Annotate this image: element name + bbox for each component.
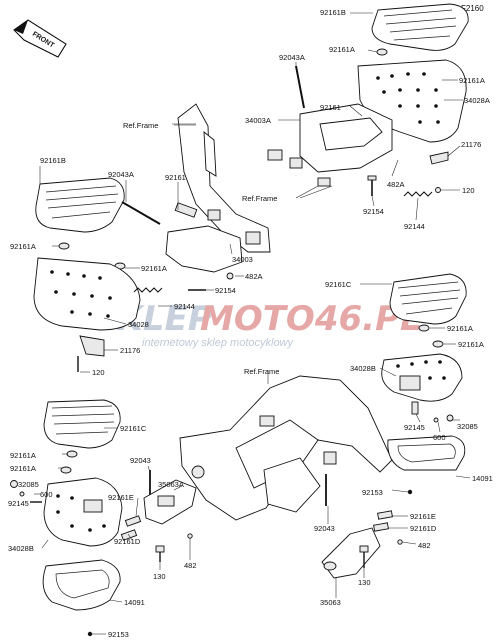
part-label: 34003A <box>245 116 271 125</box>
part-label: 32085 <box>457 422 478 431</box>
bottom-left-assembly <box>10 399 123 637</box>
part-label: 482A <box>245 272 263 281</box>
bottom-center-bracket-a <box>120 470 197 562</box>
right-middle-assembly <box>381 273 467 495</box>
frame-ref-left: Ref.Frame <box>123 121 158 130</box>
part-label: 92153 <box>362 488 383 497</box>
part-label: 34028B <box>350 364 376 373</box>
part-label: 34003 <box>232 255 253 264</box>
part-label: 92161A <box>10 242 36 251</box>
center-frame <box>179 375 393 521</box>
part-label: 92043 <box>314 524 335 533</box>
leader-lines <box>34 12 471 635</box>
frame-ref-center: Ref.Frame <box>244 367 279 376</box>
part-label: 92161A <box>459 76 485 85</box>
part-label: 34028A <box>464 96 490 105</box>
part-label: 92144 <box>174 302 195 311</box>
part-label: 92161A <box>141 264 167 273</box>
part-label: 92161C <box>120 424 147 433</box>
frame-ref-right: Ref.Frame <box>242 194 277 203</box>
part-label: 35063A <box>158 480 184 489</box>
part-label: 92161C <box>325 280 352 289</box>
part-label: 92161E <box>410 512 436 521</box>
diagram-code: F2160 <box>461 4 484 13</box>
part-label: 482 <box>184 561 197 570</box>
part-label: 482 <box>418 541 431 550</box>
part-label: 92161D <box>410 524 437 533</box>
part-label: 130 <box>153 572 166 581</box>
part-label: 32085 <box>18 480 39 489</box>
part-label: 600 <box>433 433 446 442</box>
part-label: 130 <box>358 578 371 587</box>
part-label: 92161B <box>320 8 346 17</box>
part-label: 14091 <box>124 598 145 607</box>
part-label: 92043A <box>279 53 305 62</box>
part-label: 92161A <box>458 340 484 349</box>
part-label: 92161A <box>447 324 473 333</box>
watermark-right: MOTO46.PL <box>200 299 422 339</box>
part-label: 92154 <box>363 207 384 216</box>
part-label: 482A <box>387 180 405 189</box>
part-label: 92161E <box>108 493 134 502</box>
part-label: 14091 <box>472 474 493 483</box>
part-label: 35063 <box>320 598 341 607</box>
part-label: 21176 <box>120 346 140 355</box>
front-arrow-icon: FRONT <box>13 19 67 58</box>
part-label: 92043 <box>130 456 151 465</box>
part-label: 600 <box>40 490 53 499</box>
part-label: 92161 <box>320 103 341 112</box>
part-label: 92161D <box>114 537 141 546</box>
watermark-tagline: internetowy sklep motocyklowy <box>142 337 295 349</box>
part-label: 92043A <box>108 170 134 179</box>
watermark: SKLEP MOTO46.PL internetowy sklep motocy… <box>92 299 422 349</box>
part-label: 120 <box>462 186 475 195</box>
part-label: 92161A <box>10 464 36 473</box>
part-label: 92161B <box>40 156 66 165</box>
part-label: 92161 <box>165 173 186 182</box>
part-label: 34028 <box>128 320 149 329</box>
part-labels: 92161B 92161A 92161A 34028A 92043A 92161… <box>8 8 493 639</box>
top-left-assembly <box>33 103 271 372</box>
part-label: 21176 <box>461 140 481 149</box>
part-label: 92153 <box>108 630 129 639</box>
top-right-assembly <box>267 3 469 197</box>
part-label: 92161A <box>329 45 355 54</box>
part-label: 92154 <box>215 286 236 295</box>
part-label: 92144 <box>404 222 425 231</box>
part-label: 92145 <box>404 423 425 432</box>
bottom-right-bracket <box>321 474 403 579</box>
part-label: 92145 <box>8 499 29 508</box>
part-label: 92161A <box>10 451 36 460</box>
part-label: 34028B <box>8 544 34 553</box>
part-label: 120 <box>92 368 105 377</box>
